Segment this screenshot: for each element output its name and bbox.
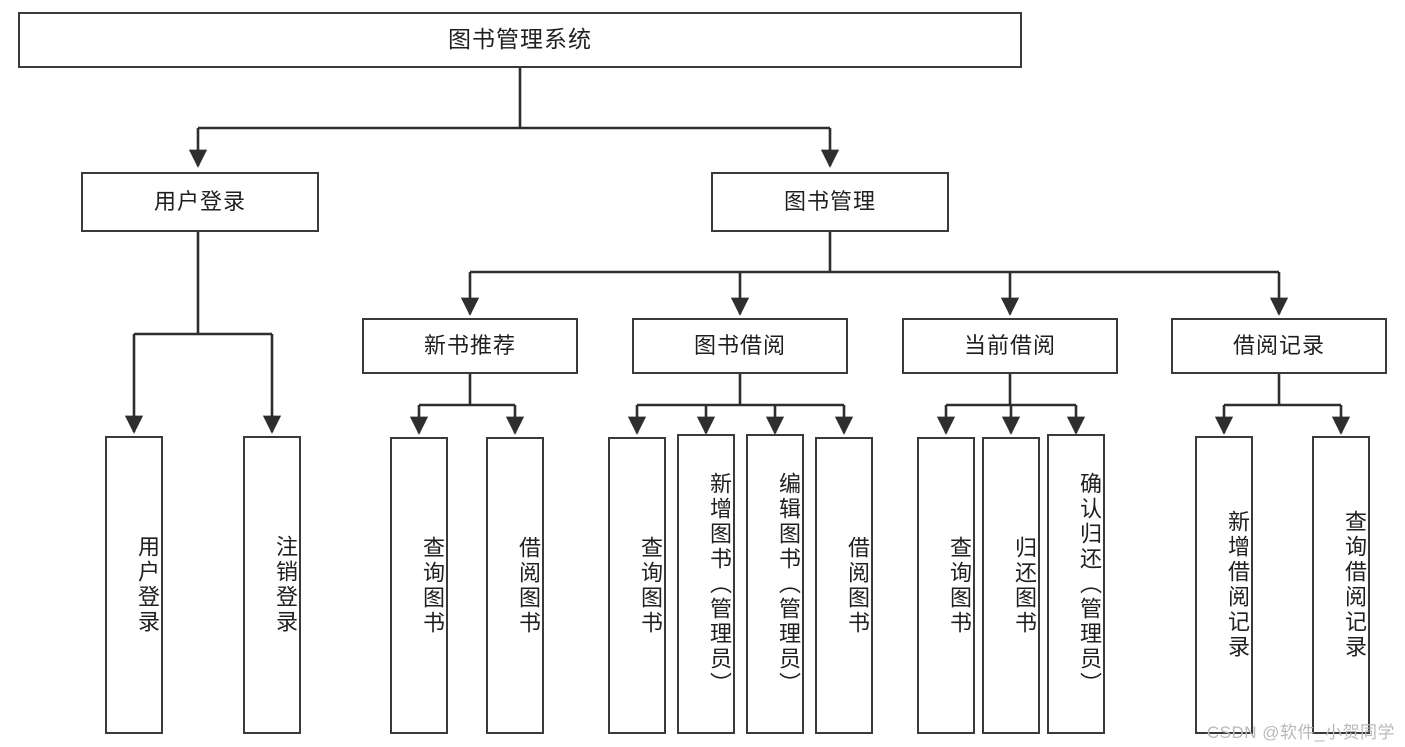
node-leaf-confirm-return-admin[interactable]: 确认归还（管理员） <box>1047 434 1105 734</box>
node-label: 借阅记录 <box>1232 333 1325 359</box>
node-book-borrowing[interactable]: 图书借阅 <box>632 318 848 374</box>
node-label: 查询借阅记录 <box>1342 510 1367 660</box>
node-label: 查询图书 <box>947 535 972 636</box>
node-label: 归还图书 <box>1012 535 1037 636</box>
node-leaf-query-book-2[interactable]: 查询图书 <box>608 437 666 734</box>
node-label: 用户登录 <box>153 189 246 215</box>
node-leaf-edit-book-admin[interactable]: 编辑图书（管理员） <box>746 434 804 734</box>
node-new-book-recommendation[interactable]: 新书推荐 <box>362 318 578 374</box>
node-label: 确认归还（管理员） <box>1077 471 1102 697</box>
node-current-borrowing[interactable]: 当前借阅 <box>902 318 1118 374</box>
node-leaf-logout[interactable]: 注销登录 <box>243 436 301 734</box>
node-label: 查询图书 <box>638 535 663 636</box>
node-leaf-borrow-book-1[interactable]: 借阅图书 <box>486 437 544 734</box>
node-label: 当前借阅 <box>963 333 1056 359</box>
node-leaf-query-book-1[interactable]: 查询图书 <box>390 437 448 734</box>
node-label: 新书推荐 <box>423 333 516 359</box>
node-leaf-query-book-3[interactable]: 查询图书 <box>917 437 975 734</box>
node-label: 新增借阅记录 <box>1225 510 1250 660</box>
node-book-management[interactable]: 图书管理 <box>711 172 949 232</box>
node-leaf-add-book-admin[interactable]: 新增图书（管理员） <box>677 434 735 734</box>
node-leaf-query-borrow-record[interactable]: 查询借阅记录 <box>1312 436 1370 734</box>
node-user-login[interactable]: 用户登录 <box>81 172 319 232</box>
node-borrowing-records[interactable]: 借阅记录 <box>1171 318 1387 374</box>
node-label: 查询图书 <box>420 535 445 636</box>
node-leaf-add-borrow-record[interactable]: 新增借阅记录 <box>1195 436 1253 734</box>
node-leaf-user-login[interactable]: 用户登录 <box>105 436 163 734</box>
node-leaf-return-book[interactable]: 归还图书 <box>982 437 1040 734</box>
node-label: 图书管理系统 <box>448 26 592 53</box>
node-label: 图书借阅 <box>693 333 786 359</box>
node-label: 借阅图书 <box>845 535 870 636</box>
csdn-watermark: CSDN @软件_小贺同学 <box>1206 723 1395 742</box>
node-label: 新增图书（管理员） <box>707 471 732 697</box>
node-label: 借阅图书 <box>516 535 541 636</box>
node-label: 图书管理 <box>783 189 876 215</box>
node-label: 用户登录 <box>135 535 160 635</box>
node-label: 注销登录 <box>273 535 298 635</box>
node-leaf-borrow-book-2[interactable]: 借阅图书 <box>815 437 873 734</box>
node-label: 编辑图书（管理员） <box>776 471 801 697</box>
node-root-book-management-system[interactable]: 图书管理系统 <box>18 12 1022 68</box>
